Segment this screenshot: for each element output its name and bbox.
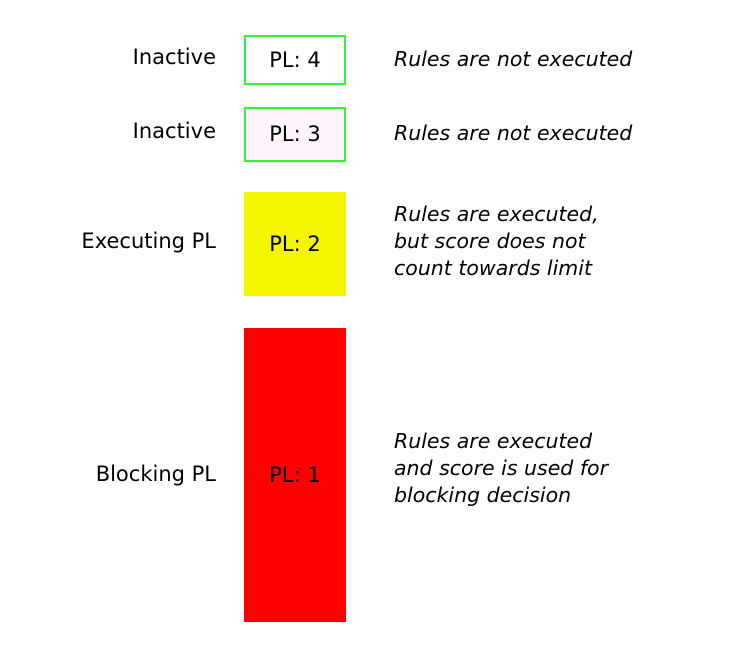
pl-box-label-3: PL: 3 bbox=[269, 122, 321, 146]
state-label-pl-2: Executing PL bbox=[81, 229, 216, 253]
pl-description-2-line-2: but score does not bbox=[394, 229, 586, 253]
pl-description-4: Rules are not executed bbox=[394, 46, 739, 73]
pl-description-1-line-2: and score is used for bbox=[394, 456, 609, 480]
state-label-pl-4: Inactive bbox=[132, 45, 216, 69]
pl-description-2-line-3: count towards limit bbox=[394, 256, 592, 280]
pl-description-3: Rules are not executed bbox=[394, 120, 739, 147]
pl-description-3-line-1: Rules are not executed bbox=[394, 121, 633, 145]
pl-box-4[interactable]: PL: 4 bbox=[244, 35, 346, 85]
pl-row-4: Inactive PL: 4 Rules are not executed bbox=[0, 35, 743, 85]
pl-box-2[interactable]: PL: 2 bbox=[244, 192, 346, 296]
pl-row-3: Inactive PL: 3 Rules are not executed bbox=[0, 107, 743, 162]
pl-box-3[interactable]: PL: 3 bbox=[244, 107, 346, 162]
pl-row-2: Executing PL PL: 2 Rules are executed, b… bbox=[0, 192, 743, 296]
state-label-pl-1: Blocking PL bbox=[95, 462, 216, 486]
state-label-pl-3: Inactive bbox=[132, 119, 216, 143]
pl-description-2: Rules are executed, but score does not c… bbox=[394, 201, 739, 282]
pl-description-1-line-1: Rules are executed bbox=[394, 429, 593, 453]
pl-description-1-line-3: blocking decision bbox=[394, 483, 572, 507]
pl-box-1[interactable]: PL: 1 bbox=[244, 328, 346, 622]
pl-box-label-2: PL: 2 bbox=[269, 231, 321, 256]
pl-box-label-4: PL: 4 bbox=[269, 47, 321, 72]
pl-description-2-line-1: Rules are executed, bbox=[394, 202, 599, 226]
pl-description-1: Rules are executed and score is used for… bbox=[394, 428, 739, 509]
pl-description-4-line-1: Rules are not executed bbox=[394, 47, 633, 71]
pl-box-label-1: PL: 1 bbox=[269, 462, 321, 487]
pl-row-1: Blocking PL PL: 1 Rules are executed and… bbox=[0, 328, 743, 622]
